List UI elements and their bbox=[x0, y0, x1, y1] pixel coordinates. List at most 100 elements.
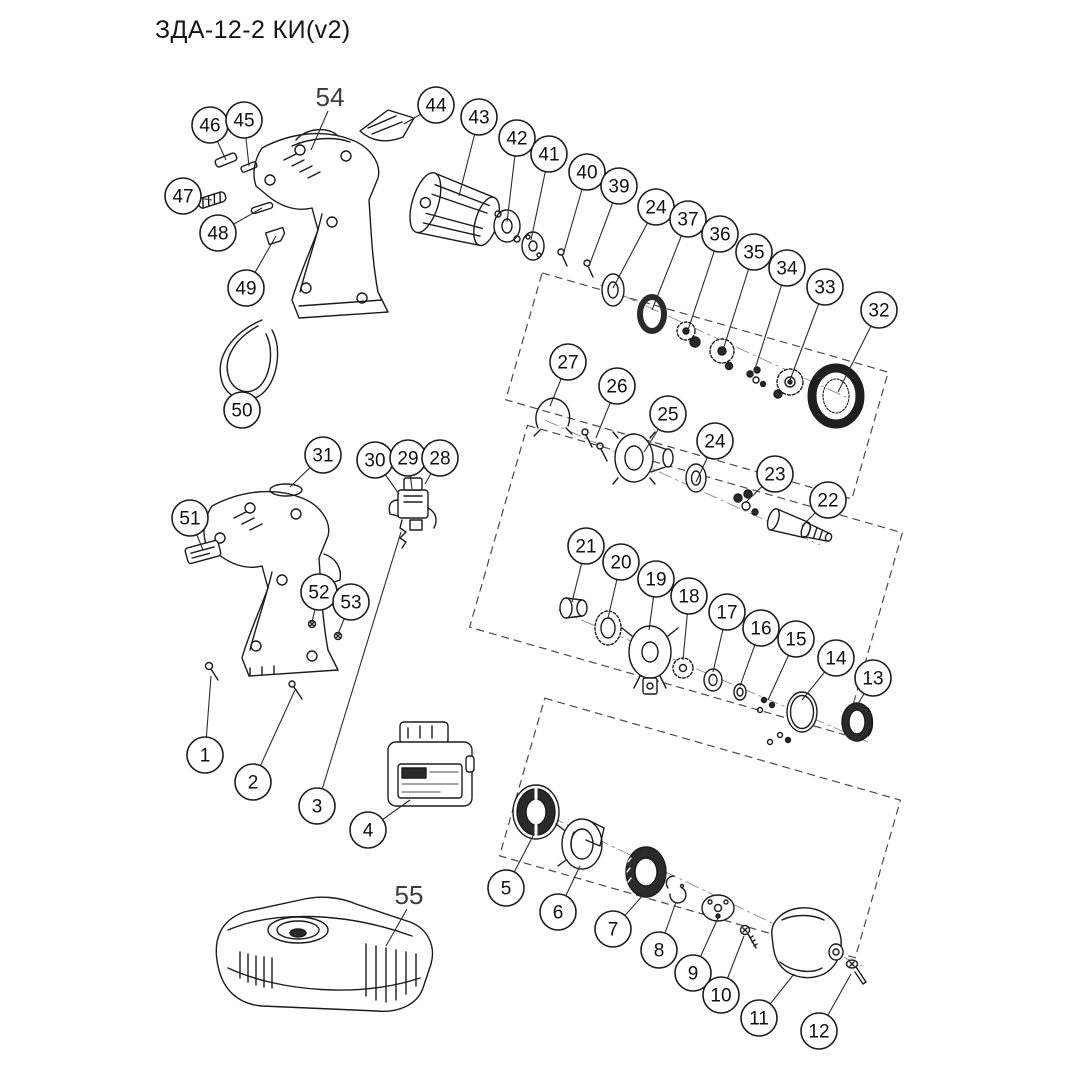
callout-40: 40 bbox=[562, 153, 606, 256]
svg-text:45: 45 bbox=[233, 111, 254, 132]
callout-32: 32 bbox=[837, 291, 898, 393]
callout-11: 11 bbox=[740, 973, 795, 1037]
svg-text:39: 39 bbox=[608, 177, 629, 198]
part-drawing-gearbox-stage2 bbox=[533, 397, 833, 542]
callout-5: 5 bbox=[487, 833, 535, 907]
svg-text:6: 6 bbox=[553, 903, 564, 924]
callout-41: 41 bbox=[530, 135, 568, 241]
callout-37: 37 bbox=[651, 200, 707, 311]
part-drawing-housing-screws bbox=[307, 619, 343, 641]
callout-45: 45 bbox=[225, 101, 263, 167]
callout-47: 47 bbox=[164, 177, 213, 215]
svg-text:18: 18 bbox=[678, 587, 699, 608]
svg-text:55: 55 bbox=[395, 880, 424, 910]
part-drawing-battery-pack bbox=[387, 721, 475, 807]
diagram-title: ЗДА-12-2 КИ(v2) bbox=[155, 16, 351, 44]
callout-52: 52 bbox=[300, 573, 338, 623]
svg-text:13: 13 bbox=[862, 669, 883, 690]
svg-text:52: 52 bbox=[308, 583, 329, 604]
part-drawing-charger bbox=[215, 896, 434, 1012]
svg-text:42: 42 bbox=[506, 129, 527, 150]
svg-text:20: 20 bbox=[610, 553, 631, 574]
callout-26: 26 bbox=[595, 367, 636, 439]
svg-text:9: 9 bbox=[688, 964, 699, 985]
callout-15: 15 bbox=[767, 620, 815, 701]
callout-49: 49 bbox=[227, 235, 277, 307]
svg-text:24: 24 bbox=[645, 198, 667, 219]
callout-13: 13 bbox=[854, 659, 892, 707]
callout-6: 6 bbox=[539, 865, 581, 931]
callout-27: 27 bbox=[549, 343, 587, 407]
callout-46: 46 bbox=[191, 106, 229, 161]
label-55: 55 bbox=[385, 880, 424, 947]
callout-51: 51 bbox=[171, 499, 209, 551]
svg-text:43: 43 bbox=[468, 108, 489, 129]
callout-43: 43 bbox=[458, 98, 498, 197]
callout-17: 17 bbox=[708, 593, 746, 673]
svg-text:50: 50 bbox=[231, 401, 252, 422]
callout-53: 53 bbox=[332, 583, 370, 635]
callout-42: 42 bbox=[498, 119, 536, 223]
svg-text:41: 41 bbox=[538, 145, 559, 166]
part-drawing-motor-housing-half bbox=[253, 129, 389, 319]
callout-20: 20 bbox=[602, 543, 640, 619]
svg-text:40: 40 bbox=[576, 163, 597, 184]
part-drawing-clutch-stage bbox=[559, 597, 874, 746]
callout-24: 24 bbox=[612, 188, 675, 289]
svg-text:10: 10 bbox=[710, 986, 731, 1007]
svg-text:29: 29 bbox=[397, 449, 418, 470]
svg-text:48: 48 bbox=[207, 224, 228, 245]
part-drawing-chuck-assembly bbox=[512, 784, 867, 985]
callout-9: 9 bbox=[674, 917, 719, 992]
callout-33: 33 bbox=[789, 268, 844, 381]
svg-text:54: 54 bbox=[316, 82, 345, 112]
svg-text:11: 11 bbox=[749, 1009, 769, 1030]
callout-28: 28 bbox=[421, 439, 459, 485]
svg-text:2: 2 bbox=[248, 773, 259, 794]
svg-text:8: 8 bbox=[654, 941, 665, 962]
callout-34: 34 bbox=[753, 249, 806, 373]
callout-21: 21 bbox=[567, 527, 605, 603]
callout-36: 36 bbox=[687, 215, 739, 331]
svg-text:24: 24 bbox=[704, 432, 726, 453]
part-drawing-motor bbox=[409, 172, 506, 247]
svg-text:32: 32 bbox=[868, 301, 889, 322]
part-drawing-hand-strap bbox=[219, 319, 279, 401]
svg-text:1: 1 bbox=[200, 746, 211, 767]
callout-2: 2 bbox=[234, 689, 296, 801]
part-drawing-nameplate bbox=[184, 539, 222, 565]
svg-text:14: 14 bbox=[825, 649, 847, 670]
part-drawing-motor-mount-plates bbox=[493, 209, 545, 261]
callout-31: 31 bbox=[289, 436, 342, 488]
svg-text:31: 31 bbox=[312, 446, 333, 467]
svg-text:22: 22 bbox=[817, 491, 838, 512]
svg-text:19: 19 bbox=[645, 570, 666, 591]
callout-1: 1 bbox=[186, 675, 224, 774]
svg-text:49: 49 bbox=[235, 279, 256, 300]
callout-35: 35 bbox=[722, 233, 773, 351]
svg-text:16: 16 bbox=[750, 619, 771, 640]
callout-48: 48 bbox=[199, 207, 263, 252]
callout-50: 50 bbox=[223, 391, 261, 429]
svg-text:25: 25 bbox=[657, 405, 678, 426]
svg-text:7: 7 bbox=[608, 920, 619, 941]
part-drawing-belt-clip bbox=[359, 109, 415, 142]
svg-text:21: 21 bbox=[575, 537, 596, 558]
svg-text:53: 53 bbox=[340, 593, 361, 614]
callout-12: 12 bbox=[800, 973, 852, 1050]
svg-text:4: 4 bbox=[363, 821, 374, 842]
part-drawing-handle-housing-half bbox=[203, 483, 342, 677]
callout-39: 39 bbox=[588, 167, 638, 267]
svg-text:28: 28 bbox=[429, 449, 450, 470]
part-drawing-foot-screws bbox=[204, 661, 303, 700]
svg-text:51: 51 bbox=[179, 509, 200, 530]
part-drawing-gear-train bbox=[637, 294, 865, 429]
callout-44: 44 bbox=[403, 86, 455, 125]
callout-14: 14 bbox=[801, 639, 855, 701]
callout-25: 25 bbox=[643, 395, 687, 453]
svg-text:5: 5 bbox=[501, 879, 512, 900]
svg-text:33: 33 bbox=[814, 278, 835, 299]
